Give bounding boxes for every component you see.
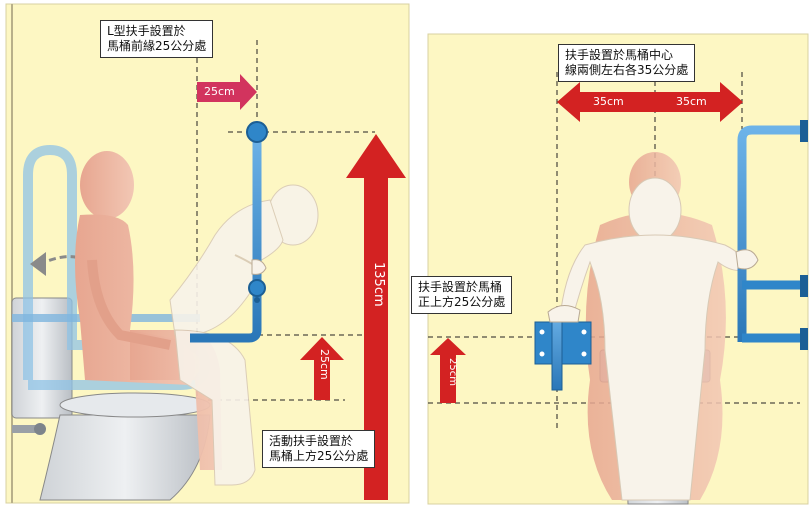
callout-above-toilet-line2: 正上方25公分處	[418, 295, 506, 309]
callout-l-bar-line2: 馬桶前緣25公分處	[107, 39, 207, 53]
callout-above-toilet-line1: 扶手設置於馬桶	[418, 280, 503, 294]
callout-l-bar: L型扶手設置於 馬桶前緣25公分處	[100, 20, 214, 58]
left-panel	[5, 3, 410, 504]
horizontal-25cm-arrow	[197, 74, 257, 110]
callout-center-bars-line2: 線兩側左右各35公分處	[565, 63, 689, 77]
left-grab-bar-front	[534, 309, 592, 391]
l-shaped-grab-bar	[190, 121, 268, 343]
hand-left	[547, 305, 581, 323]
callout-above-toilet: 扶手設置於馬桶 正上方25公分處	[411, 276, 513, 314]
label-25cm-seat: 25cm	[318, 349, 331, 380]
label-25cm-horizontal: 25cm	[204, 85, 235, 98]
right-wall-grab-bar	[737, 120, 808, 350]
callout-flip-bar-line2: 馬桶上方25公分處	[269, 449, 369, 463]
callout-center-bars-line1: 扶手設置於馬桶中心	[565, 48, 674, 62]
pipe-valve	[34, 423, 46, 435]
label-25cm-right: 25cm	[447, 358, 458, 386]
toilet-seat	[59, 392, 211, 418]
label-135cm: 135cm	[371, 262, 386, 307]
callout-center-bars: 扶手設置於馬桶中心 線兩側左右各35公分處	[558, 44, 696, 82]
standing-person-front-ghost	[559, 177, 749, 501]
seat-25cm-arrow	[300, 337, 344, 400]
rotation-arrow-icon	[30, 252, 46, 276]
label-35cm-right: 35cm	[676, 95, 707, 108]
hand	[251, 259, 267, 275]
height-135cm-arrow	[346, 134, 406, 500]
right-25cm-arrow	[430, 338, 466, 403]
callout-l-bar-line1: L型扶手設置於	[107, 24, 186, 38]
hand-right	[735, 249, 759, 270]
water-pipe	[12, 425, 42, 433]
left-35cm-arrow	[557, 82, 655, 122]
callout-flip-bar-line1: 活動扶手設置於	[269, 434, 354, 448]
callout-flip-bar: 活動扶手設置於 馬桶上方25公分處	[262, 430, 376, 468]
label-35cm-left: 35cm	[593, 95, 624, 108]
right-35cm-arrow	[655, 82, 743, 122]
right-panel	[427, 33, 809, 505]
